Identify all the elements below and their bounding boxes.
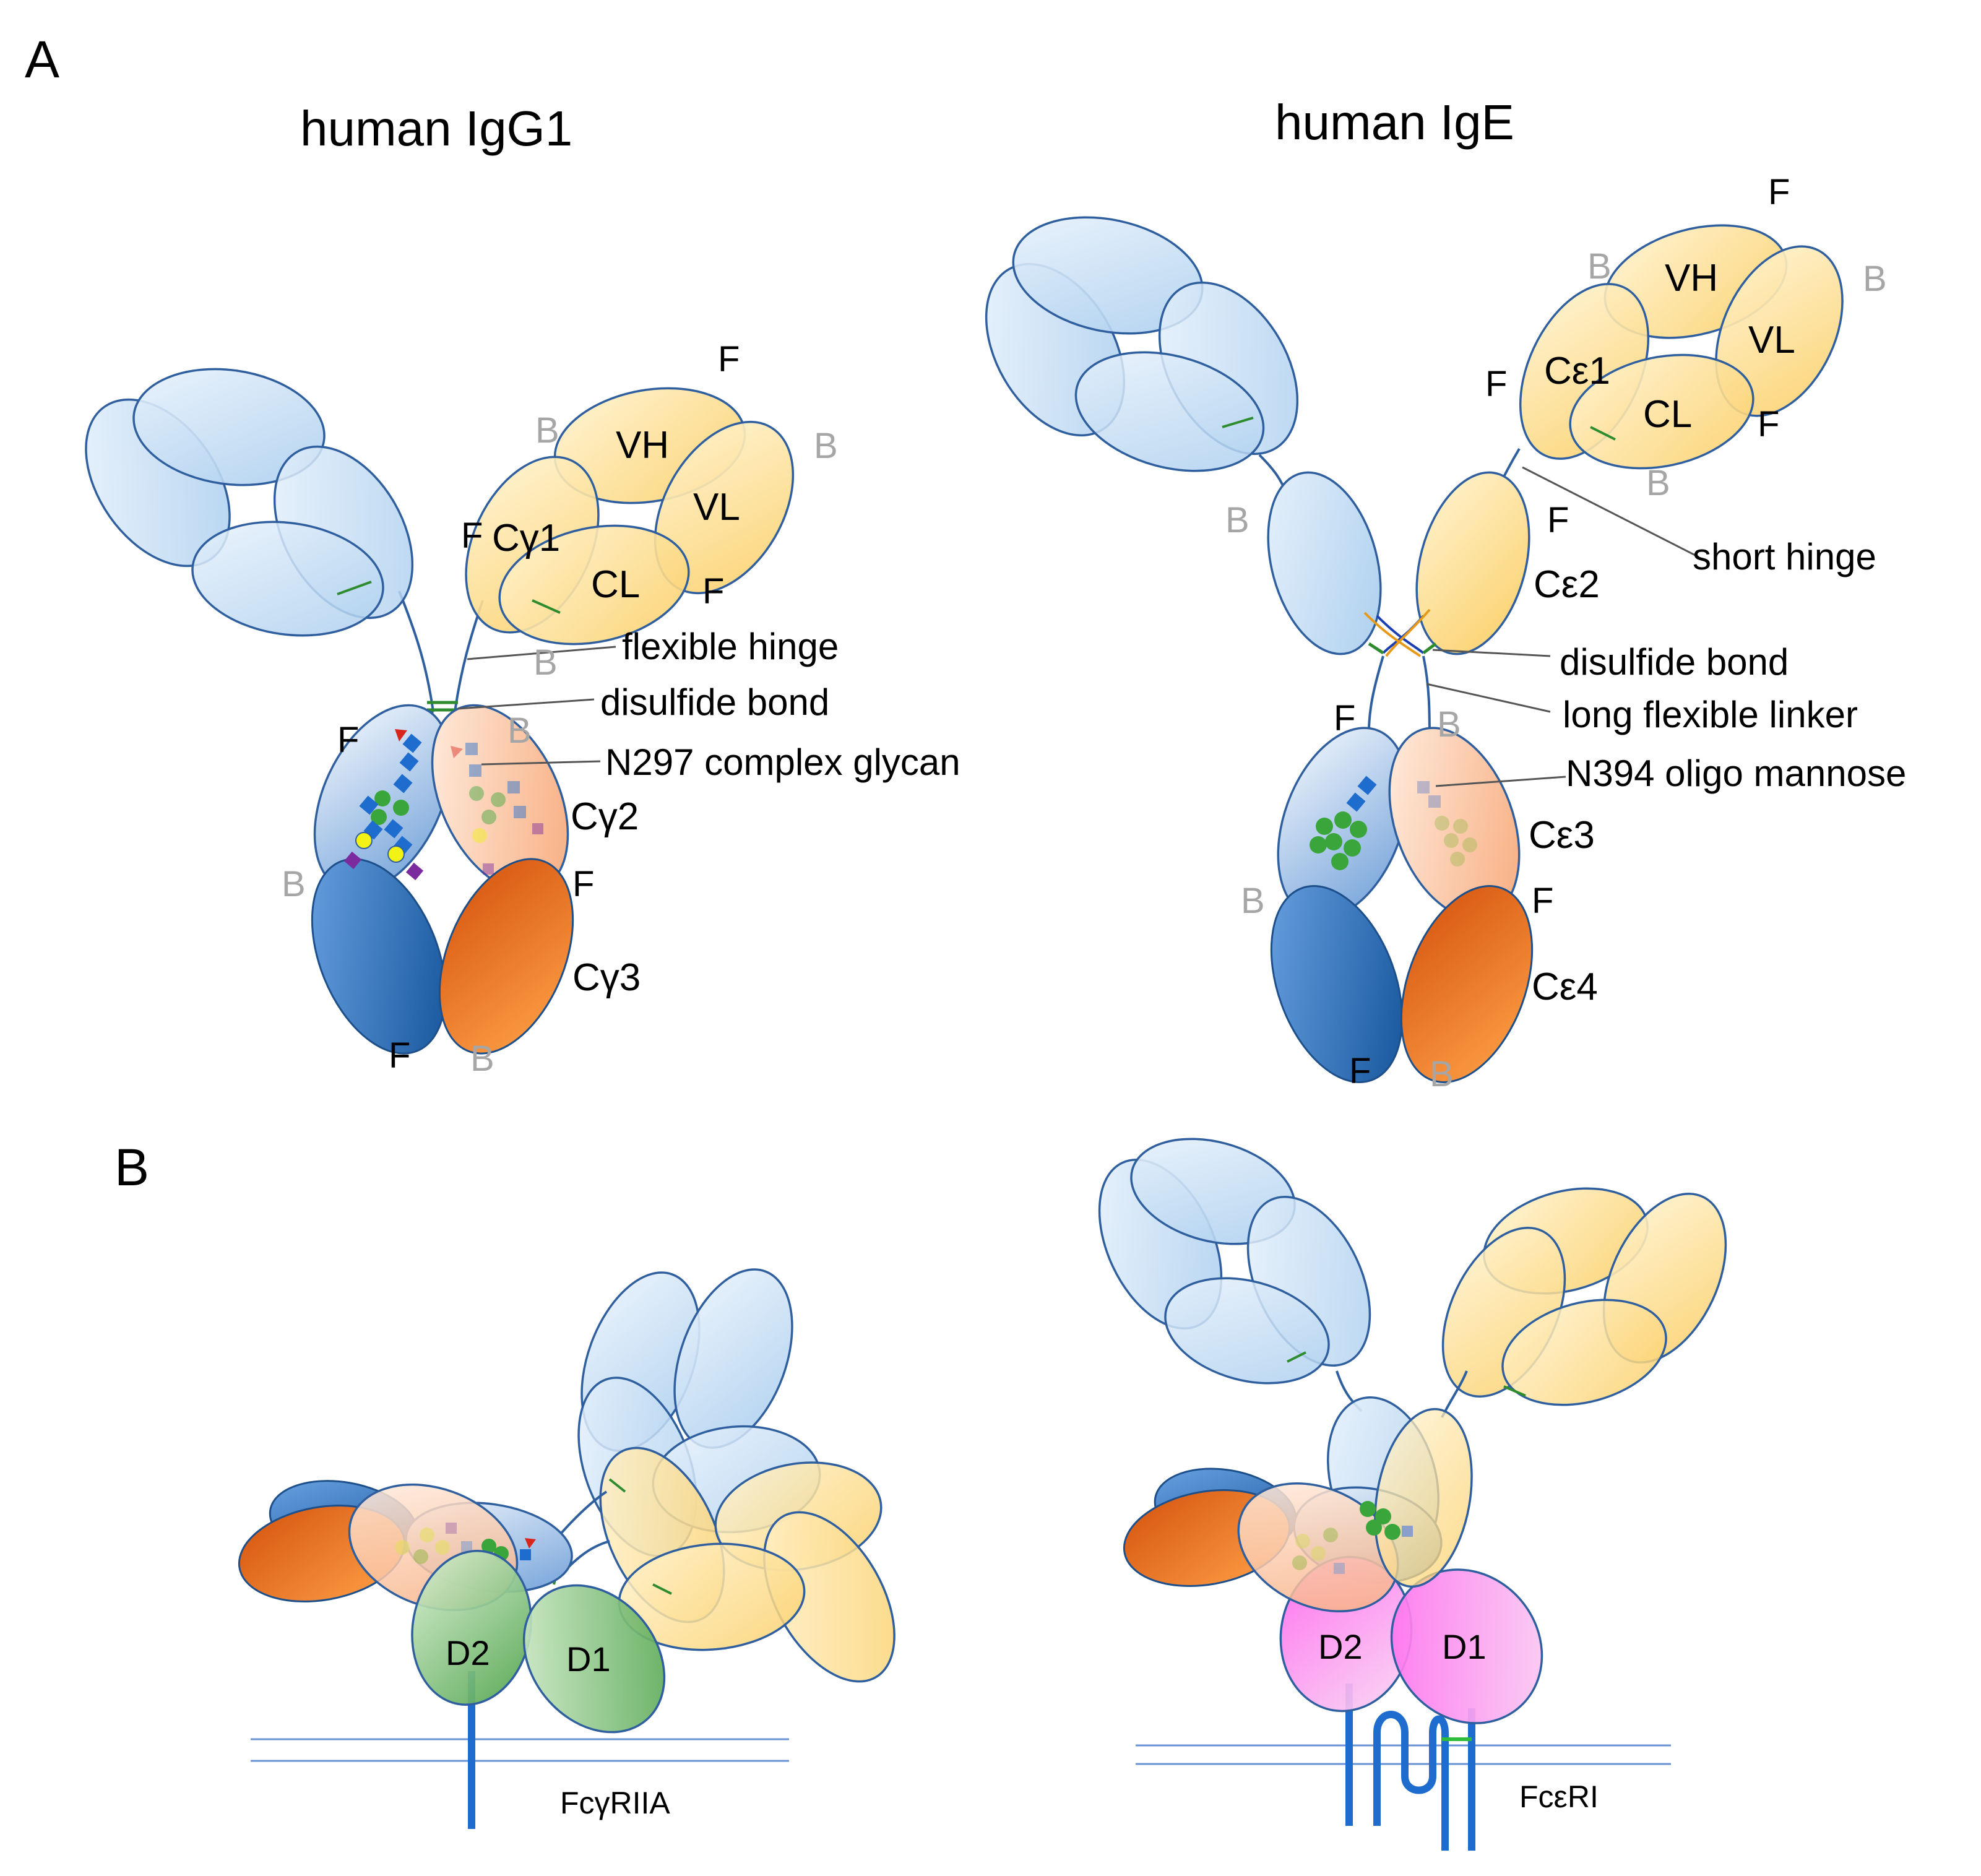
ige-label-vl: VL (1748, 319, 1795, 361)
panel-label-a: A (25, 30, 59, 89)
ige-domain-c2-left (1267, 471, 1382, 655)
ige-marker-f: F (1334, 698, 1355, 738)
panel-label-b: B (114, 1138, 149, 1196)
igg1-marker-f: F (702, 571, 724, 612)
ige-marker-f: F (1532, 881, 1553, 921)
ige-marker-b: B (1225, 500, 1249, 540)
igg1-annot-hinge: flexible hinge (622, 626, 839, 667)
igg1-structure (85, 368, 795, 1055)
ige-marker-b: B (1863, 259, 1887, 299)
igg1-fab-left-cl (191, 521, 384, 637)
igg1-annot-glycan: N297 complex glycan (605, 741, 960, 783)
ige-fab-left-cl (1074, 351, 1265, 472)
ige-structure (985, 216, 1844, 1083)
ige-annot-glycan: N394 oligo mannose (1566, 753, 1906, 794)
ige-n394-glycan-left (1310, 776, 1377, 870)
ige-receptor-complex (1098, 1138, 1727, 1851)
ige-domain-c4-left (1270, 885, 1404, 1083)
igg1-marker-f: F (461, 516, 483, 556)
ige-domain-c4 (1400, 885, 1534, 1083)
ige-annot-linker: long flexible linker (1563, 694, 1858, 735)
ige-marker-b: B (1437, 704, 1461, 745)
ige-marker-f: F (1547, 500, 1569, 540)
ige-annot-hinge: short hinge (1693, 536, 1876, 577)
igg1-marker-f: F (572, 864, 594, 904)
igg1-marker-f: F (337, 720, 359, 760)
ige-marker-f: F (1485, 364, 1507, 404)
igg1-n297-glycan-right (451, 743, 543, 875)
igg1-marker-b: B (814, 426, 838, 466)
igg1-marker-b: B (533, 642, 558, 683)
igg1-label-vl: VL (693, 486, 740, 529)
igg1-n297-glycan-left (343, 729, 424, 881)
fcgriia-label: FcγRIIA (560, 1786, 670, 1820)
ige-label-c1: Cε1 (1544, 350, 1610, 392)
ige-marker-b: B (1587, 246, 1612, 287)
ige-marker-b: B (1241, 881, 1265, 921)
ige-label-c2: Cε2 (1534, 563, 1600, 606)
igg1-marker-b: B (507, 711, 532, 751)
ige-label-c4: Cε4 (1532, 966, 1598, 1008)
ige-marker-f: F (1758, 404, 1779, 444)
igg1-label-cl: CL (591, 563, 640, 606)
fcgriia-label-d2: D2 (446, 1633, 490, 1672)
igg1-marker-f: F (389, 1035, 410, 1076)
igg1-domain-c3 (438, 858, 574, 1055)
igg1-fab-left-vh (132, 368, 326, 486)
ige-label-c3: Cε3 (1529, 814, 1595, 857)
fceri-label-d1: D1 (1442, 1627, 1487, 1666)
igg1-domain-cl (498, 524, 690, 646)
fcgriia-d1 (522, 1584, 666, 1734)
ige-marker-f: F (1349, 1051, 1371, 1091)
igg1-label-vh: VH (616, 424, 669, 467)
ige-label-vh: VH (1665, 257, 1718, 300)
igg1-marker-b: B (470, 1039, 494, 1079)
fceri-label-d2: D2 (1318, 1627, 1363, 1666)
ige-annot-disulfide: disulfide bond (1560, 641, 1789, 683)
igg1-annot-disulfide: disulfide bond (600, 681, 829, 723)
fcgriia-label-d1: D1 (566, 1640, 611, 1679)
igg1-title: human IgG1 (300, 101, 572, 156)
ige-disulfide (1368, 642, 1384, 655)
igg-receptor-complex (238, 1268, 896, 1829)
igg1-label-c2: Cγ2 (571, 795, 639, 838)
igg1-label-c3: Cγ3 (572, 956, 641, 999)
ige-n394-glycan-right (1417, 781, 1477, 867)
fceri-beta-chain (1373, 1711, 1449, 1851)
ige-marker-b: B (1430, 1054, 1454, 1094)
ige-marker-b: B (1646, 463, 1670, 503)
igg1-marker-b: B (282, 864, 306, 904)
igg1-domain-c3-left (311, 858, 447, 1055)
igg1-marker-b: B (535, 410, 559, 451)
igg1-label-c1: Cγ1 (492, 517, 560, 560)
ige-domain-c2 (1415, 471, 1530, 655)
fceri-label: FcεRI (1519, 1779, 1599, 1814)
ige-label-cl: CL (1643, 393, 1692, 436)
igg1-marker-f: F (718, 339, 740, 379)
ige-title: human IgE (1275, 95, 1514, 150)
ige-marker-f: F (1768, 172, 1790, 212)
ige-domain-cl (1569, 353, 1754, 470)
